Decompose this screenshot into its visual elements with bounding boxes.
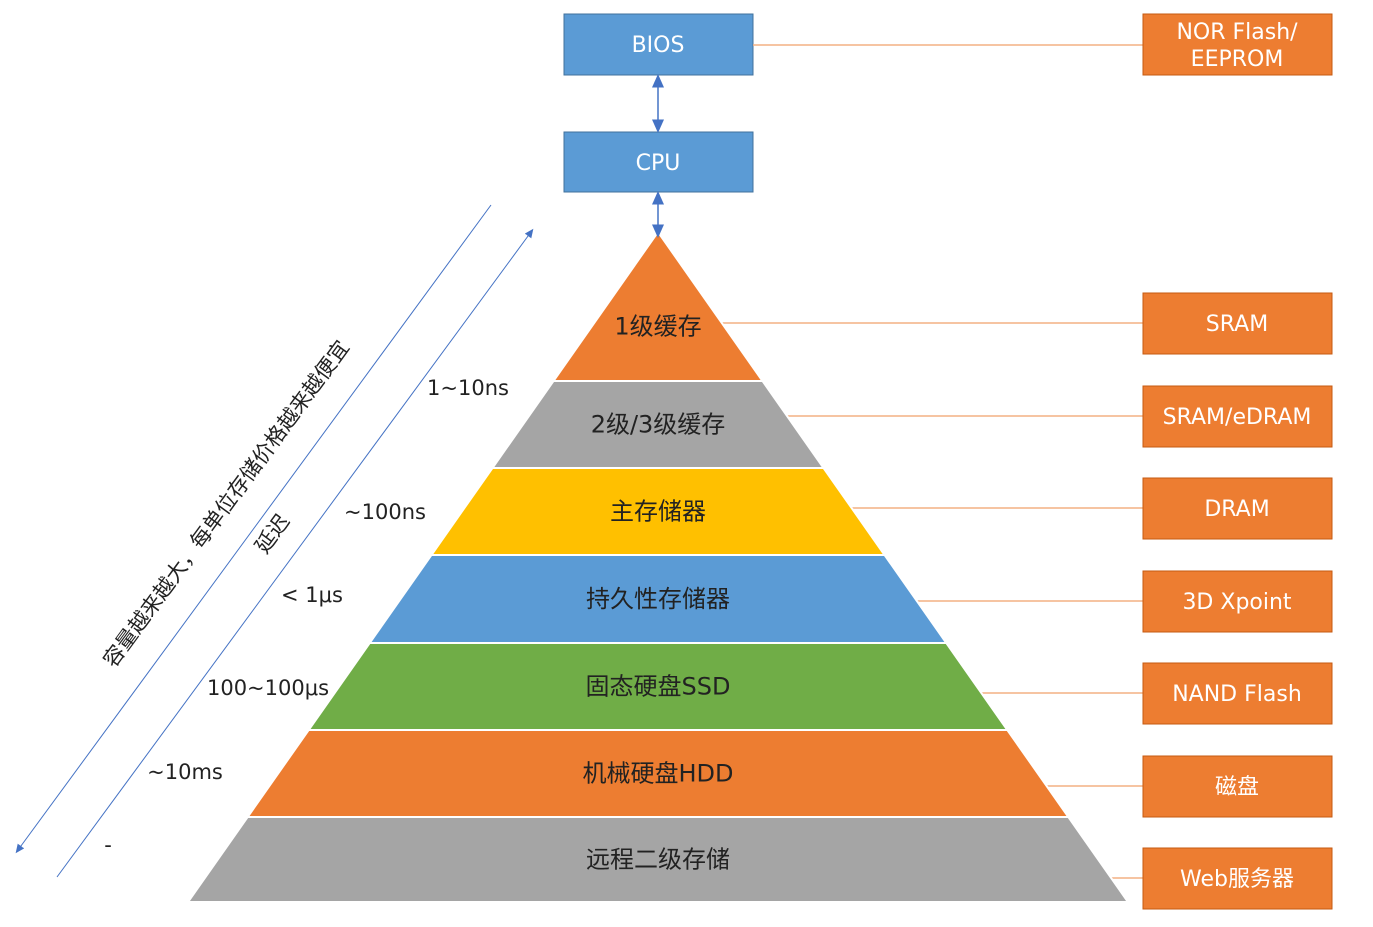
pyramid-layer-label: 主存储器	[610, 498, 706, 526]
tech-box	[1142, 477, 1333, 540]
latency-label: 100~100μs	[207, 676, 329, 700]
tech-box-label: NAND Flash	[1172, 682, 1302, 707]
cpu-label: CPU	[636, 151, 681, 176]
latency-label: ~100ns	[344, 500, 426, 524]
tech-box-label: SRAM/eDRAM	[1163, 405, 1312, 430]
tech-box-label: Web服务器	[1180, 867, 1294, 892]
cpu-box: CPU	[563, 131, 754, 193]
tech-box-label: 3D Xpoint	[1182, 590, 1291, 615]
latency-label: < 1μs	[281, 583, 343, 607]
pyramid-layer	[551, 230, 765, 382]
capacity-axis-label: 容量越来越大，每单位存储价格越来越便宜	[99, 336, 355, 672]
latency-label: 1~10ns	[427, 376, 509, 400]
tech-box	[1142, 662, 1333, 725]
bios-box: BIOS	[563, 13, 754, 76]
tech-box-label: 磁盘	[1215, 775, 1259, 800]
bios-label: BIOS	[632, 33, 685, 58]
pyramid-layer	[186, 816, 1130, 903]
tech-box	[1142, 570, 1333, 633]
latency-arrow	[56, 228, 534, 878]
pyramid-layer-label: 固态硬盘SSD	[586, 673, 731, 701]
latency-axis-label: 延迟	[250, 510, 294, 558]
nor-flash-label-line2: EEPROM	[1191, 47, 1284, 72]
latency-label: ~10ms	[147, 760, 223, 784]
pyramid-layer-label: 机械硬盘HDD	[582, 760, 733, 788]
capacity-arrow	[15, 204, 492, 854]
tech-box-label: SRAM	[1206, 312, 1268, 337]
connector-lines	[720, 322, 1143, 879]
pyramid-layer-label: 持久性存储器	[586, 585, 730, 613]
tech-box	[1142, 847, 1333, 910]
tech-box	[1142, 385, 1333, 448]
pyramid-layer-label: 2级/3级缓存	[591, 411, 726, 439]
latency-label: -	[104, 833, 112, 857]
pyramid-layer-label: 远程二级存储	[586, 846, 730, 874]
tech-box-label: DRAM	[1204, 497, 1269, 522]
tech-box	[1142, 292, 1333, 355]
nor-flash-box: NOR Flash/ EEPROM	[1142, 13, 1333, 76]
latency-labels: 1~10ns ~100ns < 1μs 100~100μs ~10ms -	[104, 376, 509, 857]
pyramid-layer-label: 1级缓存	[614, 313, 701, 341]
tech-box	[1142, 755, 1333, 818]
nor-flash-label-line1: NOR Flash/	[1176, 20, 1298, 45]
